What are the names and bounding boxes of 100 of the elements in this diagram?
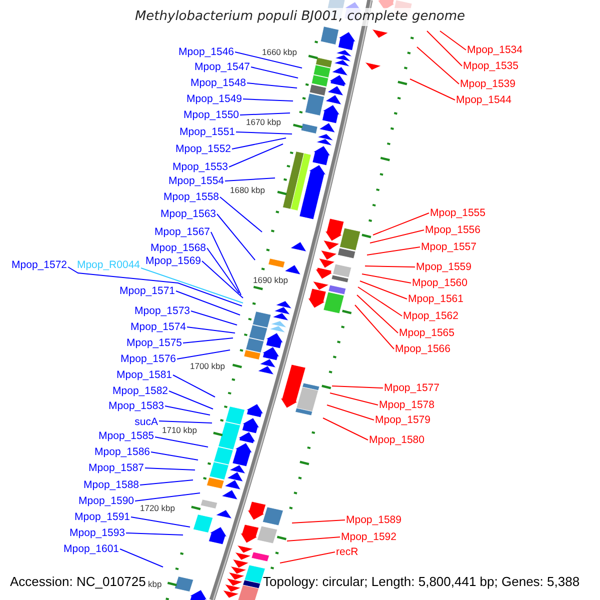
leader-line <box>372 212 430 236</box>
position-label: 1720 kbp <box>140 503 175 513</box>
gene-label: Mpop_1561 <box>408 293 464 305</box>
gene-label: Mpop_1556 <box>425 224 480 236</box>
genome-summary: Topology: circular; Length: 5,800,441 bp; Genes: 5,388 <box>263 574 580 590</box>
leader-line <box>322 418 368 440</box>
gene-label: Mpop_1574 <box>130 321 186 333</box>
leader-line <box>224 178 276 182</box>
gene-label: Mpop_1562 <box>403 310 458 322</box>
position-label: kbp <box>148 579 162 589</box>
gene-label: Mpop_1549 <box>186 93 242 105</box>
leader-line <box>286 536 340 542</box>
leader-line <box>440 30 466 50</box>
gene-label: Mpop_1568 <box>150 242 206 254</box>
leader-line <box>362 274 412 284</box>
position-label: 1670 kbp <box>246 117 281 127</box>
leader-line <box>154 436 208 448</box>
leader-line <box>210 232 242 296</box>
leader-line <box>370 230 424 244</box>
gene-label: Mpop_1590 <box>78 495 134 507</box>
leader-line <box>364 266 416 268</box>
leader-line <box>134 492 200 502</box>
gene-label: Mpop_1575 <box>126 337 182 349</box>
gene-label: Mpop_1569 <box>146 255 201 267</box>
gene-label: Mpop_1557 <box>421 241 476 253</box>
leader-line <box>354 304 394 350</box>
position-label: 1700 kbp <box>190 361 225 371</box>
gene-label: Mpop_1589 <box>346 514 402 526</box>
leader-line <box>126 532 184 536</box>
leader-line <box>158 420 212 424</box>
position-label: 1690 kbp <box>253 275 288 285</box>
position-label: 1680 kbp <box>230 185 265 195</box>
gene-label: Mpop_1581 <box>116 369 172 381</box>
gene-label: Mpop_1560 <box>412 277 468 289</box>
gene-label: Mpop_1591 <box>74 511 130 523</box>
leader-line <box>360 280 408 300</box>
leader-line <box>140 268 244 304</box>
leader-line <box>190 310 238 326</box>
gene-label: sucA <box>134 416 158 428</box>
leader-line <box>228 144 284 168</box>
leader-line <box>246 82 298 88</box>
gene-label: recR <box>336 546 358 558</box>
leader-line <box>176 350 230 360</box>
gene-label: Mpop_1534 <box>467 44 522 56</box>
gene-label: Mpop_1566 <box>395 343 450 355</box>
leader-line <box>280 552 336 564</box>
gene-label: Mpop_1579 <box>375 414 430 426</box>
leader-line <box>234 52 302 68</box>
gene-label: Mpop_1592 <box>341 531 396 543</box>
leader-line <box>232 138 286 150</box>
gene-label: Mpop_1586 <box>94 446 150 458</box>
leader-line <box>186 326 236 334</box>
gene-label: Mpop_1563 <box>160 208 216 220</box>
leader-line <box>366 246 420 256</box>
leader-line <box>130 516 190 528</box>
leader-line <box>356 294 398 334</box>
gene-label: Mpop_1547 <box>194 61 250 73</box>
leader-line <box>330 392 378 406</box>
gene-label: Mpop_1593 <box>70 527 125 539</box>
leader-line <box>426 30 462 66</box>
gene-label: Mpop_1550 <box>184 109 239 121</box>
gene-label: Mpop_1576 <box>120 353 176 365</box>
leader-line <box>144 468 196 470</box>
gene-label: Mpop_1544 <box>456 94 512 106</box>
gene-label: Mpop_1578 <box>379 399 434 411</box>
leader-line <box>150 452 198 460</box>
leader-line <box>410 78 456 100</box>
gene-label: Mpop_1548 <box>190 77 246 89</box>
leader-line <box>326 404 374 420</box>
gene-label: Mpop_1546 <box>178 46 234 58</box>
gene-label: Mpop_1572 <box>12 259 67 271</box>
leader-line <box>216 214 256 260</box>
gene-label: Mpop_1552 <box>176 143 231 155</box>
gene-label: Mpop_1567 <box>154 226 210 238</box>
gene-label: Mpop_1553 <box>172 161 228 173</box>
leader-line <box>358 286 402 316</box>
leader-line <box>202 260 244 298</box>
gene-label: Mpop_1535 <box>463 60 518 72</box>
gene-label: Mpop_1554 <box>168 175 224 187</box>
leader-line <box>68 266 242 306</box>
gene-label: Mpop_1559 <box>416 261 472 273</box>
accession-label: Accession: NC_010725 <box>10 574 146 590</box>
gene-label: Mpop_1582 <box>112 385 168 397</box>
gene-label: Mpop_1565 <box>399 327 454 339</box>
gene-label: Mpop_1551 <box>180 126 235 138</box>
gene-label: Mpop_1555 <box>430 207 486 219</box>
gene-label: Mpop_1577 <box>384 382 440 394</box>
gene-label: Mpop_1583 <box>108 400 164 412</box>
leader-line <box>220 196 262 232</box>
leader-line <box>242 98 294 102</box>
gene-label: Mpop_1585 <box>98 430 154 442</box>
leader-line <box>206 248 240 294</box>
leader-line <box>292 520 346 524</box>
gene-label: Mpop_1539 <box>460 78 516 90</box>
position-label: 1710 kbp <box>162 425 197 435</box>
leader-line <box>240 112 290 116</box>
leader-line <box>164 406 210 416</box>
leader-line <box>332 386 384 388</box>
gene-label: Mpop_1601 <box>64 543 119 555</box>
gene-label: Mpop_1588 <box>84 479 139 491</box>
